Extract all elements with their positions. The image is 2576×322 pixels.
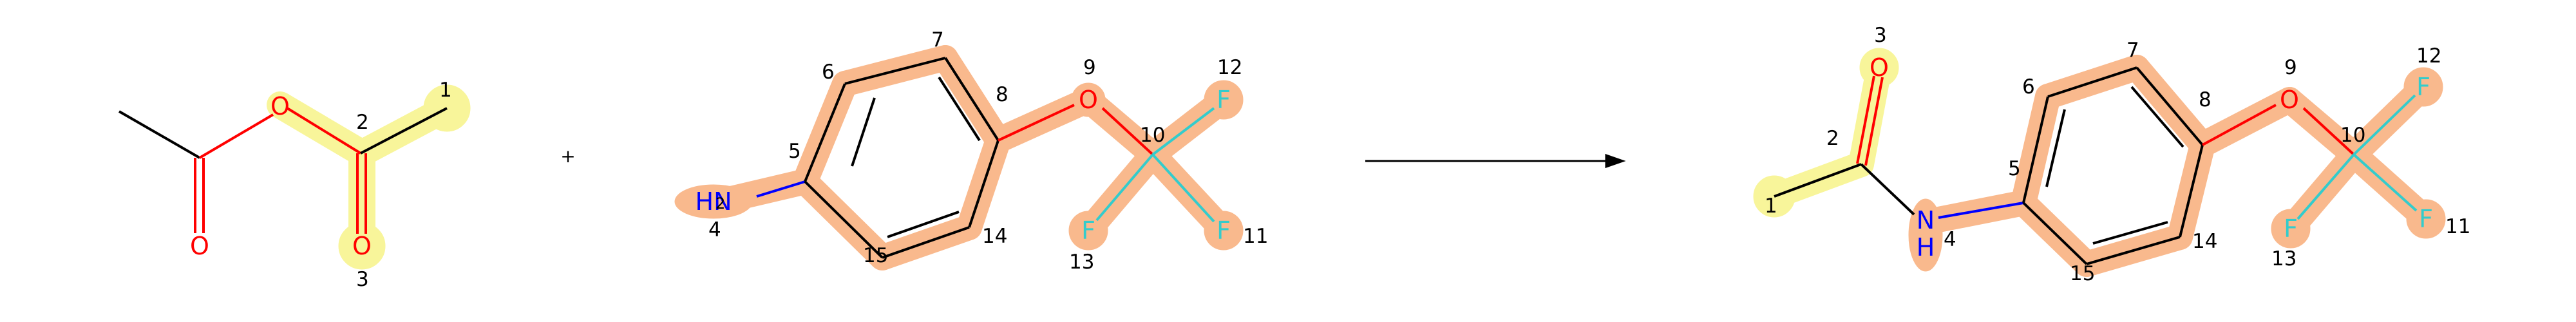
atom-number-9: 9 xyxy=(2284,56,2297,79)
atom-oxygen-carbonyl-right: O xyxy=(352,232,372,260)
product-bonds xyxy=(1774,66,2418,265)
plus-sign: + xyxy=(560,146,575,167)
atom-number-14: 14 xyxy=(982,225,1007,248)
atom-oxygen-carbonyl: O xyxy=(1870,53,1889,82)
atom-number-13: 13 xyxy=(2271,247,2297,270)
atom-number-3: 3 xyxy=(1874,24,1887,47)
atom-number-5: 5 xyxy=(788,140,801,163)
product-highlights-orange xyxy=(1908,55,2446,277)
atom-number-4: 4 xyxy=(1944,228,1956,251)
reactant-trifluoromethoxyaniline: HN 2 O F F F 4 5 6 7 8 9 10 11 12 13 14 … xyxy=(674,28,1268,274)
atom-number-5: 5 xyxy=(2008,157,2021,180)
atom-number-9: 9 xyxy=(1083,56,1096,79)
atom-number-14: 14 xyxy=(2192,230,2217,253)
reactant1-bonds xyxy=(118,107,448,234)
atom-number-15: 15 xyxy=(863,244,888,267)
atom-fluorine-top: F xyxy=(1217,86,1231,114)
atom-number-8: 8 xyxy=(996,83,1009,106)
atom-number-6: 6 xyxy=(822,61,835,84)
product-acetamide: O N H O F F F 1 2 3 4 5 6 7 8 9 10 11 12… xyxy=(1753,24,2470,285)
atom-number-3: 3 xyxy=(356,268,369,291)
reactant2-highlights xyxy=(674,45,1244,270)
atom-number-13: 13 xyxy=(1069,251,1094,274)
atom-number-1: 1 xyxy=(1765,194,1777,218)
atom-oxygen-ether: O xyxy=(2280,86,2299,114)
atom-number-11: 11 xyxy=(1243,225,1268,248)
atom-number-12: 12 xyxy=(2416,44,2441,68)
atom-number-2-superscript: 2 xyxy=(715,194,725,213)
reactant1-highlights xyxy=(267,84,471,270)
atom-oxygen-carbonyl-left: O xyxy=(190,232,209,260)
atom-fluorine-left: F xyxy=(1081,216,1095,245)
atom-number-2: 2 xyxy=(1826,127,1839,150)
atom-number-4: 4 xyxy=(708,218,721,242)
atom-fluorine-right: F xyxy=(2419,205,2433,233)
reactant-acetic-anhydride: O O O 1 2 3 xyxy=(118,79,471,291)
atom-hydrogen-amide: H xyxy=(1917,233,1935,261)
atom-fluorine-left: F xyxy=(2284,214,2298,243)
atom-fluorine-top: F xyxy=(2416,73,2430,101)
atom-number-6: 6 xyxy=(2022,75,2035,99)
atom-number-7: 7 xyxy=(931,28,944,52)
atom-number-10: 10 xyxy=(1140,124,1165,147)
atom-oxygen-bridge: O xyxy=(270,92,290,120)
reactant2-bonds xyxy=(756,57,1215,259)
atom-number-8: 8 xyxy=(2199,88,2211,111)
atom-number-1: 1 xyxy=(439,79,452,102)
atom-number-15: 15 xyxy=(2070,262,2095,285)
arrow-right-icon xyxy=(1365,153,1626,169)
atom-number-10: 10 xyxy=(2340,124,2365,147)
atom-number-2: 2 xyxy=(356,111,369,134)
atom-oxygen-ether: O xyxy=(1079,86,1098,114)
atom-number-7: 7 xyxy=(2126,39,2139,62)
atom-number-11: 11 xyxy=(2445,215,2470,238)
atom-number-12: 12 xyxy=(1217,56,1242,79)
atom-nitrogen-amide: N xyxy=(1917,206,1935,234)
atom-fluorine-right: F xyxy=(1217,216,1231,245)
atom-nitrogen-amine: HN xyxy=(696,187,732,216)
